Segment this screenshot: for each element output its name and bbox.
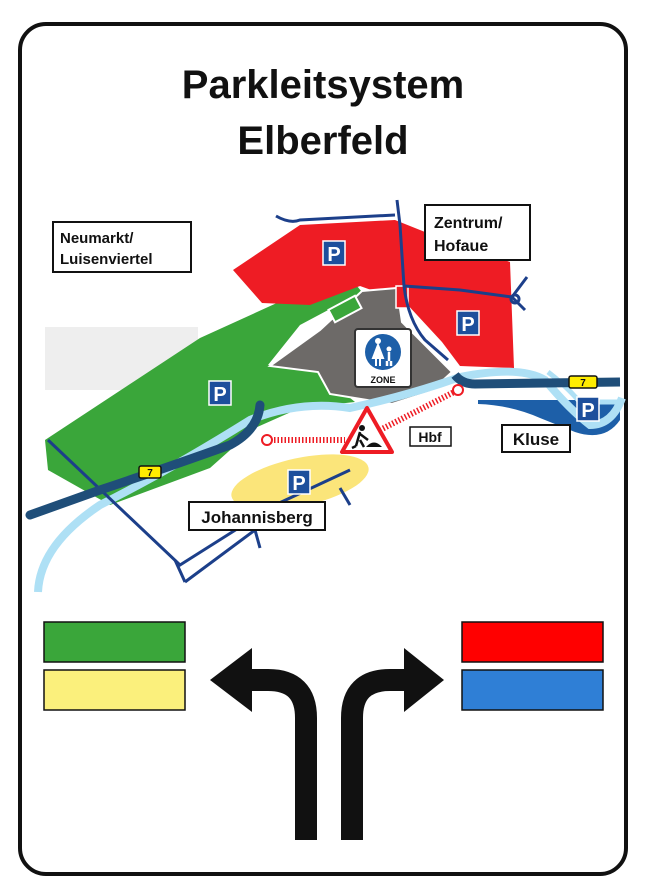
svg-text:7: 7 <box>580 378 586 389</box>
legend-bar-green <box>43 621 186 663</box>
label-johannisberg: Johannisberg <box>188 501 326 531</box>
label-hbf: Hbf <box>409 426 452 447</box>
arrow-right-icon <box>341 648 444 840</box>
svg-text:Zentrum/: Zentrum/ <box>434 215 503 232</box>
closed-road-hatch <box>267 387 460 443</box>
closure-start-marker <box>261 434 273 446</box>
parking-icon-zentrum-east: P <box>456 310 480 336</box>
svg-text:Neumarkt/: Neumarkt/ <box>60 230 134 247</box>
svg-text:7: 7 <box>147 468 153 479</box>
svg-text:Luisenviertel: Luisenviertel <box>60 251 153 268</box>
legend-bar-yellow <box>43 669 186 711</box>
svg-text:Hbf: Hbf <box>418 429 442 445</box>
river-wupper <box>34 367 626 593</box>
parking-icon-neumarkt: P <box>208 380 232 406</box>
sign-title-line1: Parkleitsystem <box>182 63 464 107</box>
svg-text:P: P <box>327 244 340 266</box>
parking-icon-johannisberg: P <box>287 469 311 495</box>
legend-bar-blue <box>461 669 604 711</box>
svg-text:P: P <box>461 314 474 336</box>
svg-text:P: P <box>213 384 226 406</box>
zone-label: ZONE <box>370 375 395 385</box>
label-zentrum: Zentrum/ Hofaue <box>424 204 531 261</box>
svg-text:P: P <box>292 473 305 495</box>
zone-green-neumarkt <box>45 272 362 505</box>
pedestrian-zone-sign-icon: ZONE <box>354 328 412 388</box>
arrow-left-icon <box>210 648 317 840</box>
road-b7-west <box>25 400 265 520</box>
svg-text:Hofaue: Hofaue <box>434 238 488 255</box>
svg-text:P: P <box>581 400 594 422</box>
legend-bar-red <box>461 621 604 663</box>
closure-end-marker <box>452 384 464 396</box>
label-neumarkt: Neumarkt/ Luisenviertel <box>52 221 192 273</box>
road-number-badge-east: 7 <box>568 375 598 389</box>
road-b7-east <box>451 372 621 389</box>
svg-text:Johannisberg: Johannisberg <box>201 508 312 527</box>
roadworks-warning-icon <box>340 406 394 454</box>
parking-icon-zentrum-north: P <box>322 240 346 266</box>
road-number-badge-west: 7 <box>138 465 162 479</box>
sign-title-line2: Elberfeld <box>237 119 408 163</box>
parking-icon-kluse: P <box>576 396 600 422</box>
label-kluse: Kluse <box>501 424 571 453</box>
zone-green-patch <box>327 294 363 324</box>
svg-text:Kluse: Kluse <box>513 430 559 449</box>
